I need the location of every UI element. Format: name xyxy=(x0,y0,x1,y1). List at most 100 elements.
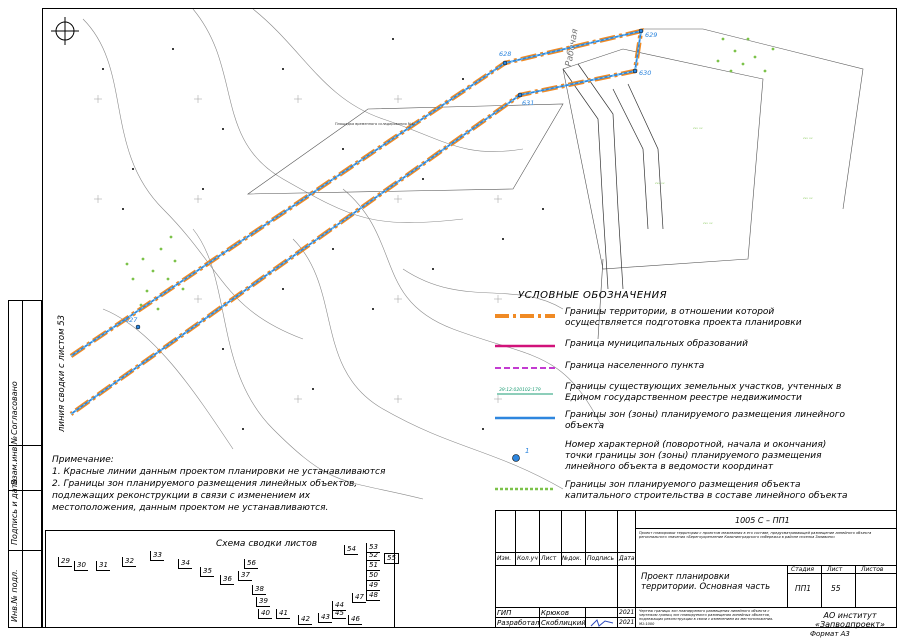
name-developer: Скоблицкий xyxy=(541,619,586,627)
sheet-box: 29 xyxy=(58,557,72,567)
svg-text:ᵥᵥᵥ ᵥᵥ: ᵥᵥᵥ ᵥᵥ xyxy=(803,195,813,200)
compass-icon xyxy=(51,17,79,45)
drawing-frame xyxy=(42,8,897,628)
point-label-627: 627 xyxy=(125,316,138,324)
role-gip: ГИП xyxy=(497,609,512,617)
sheet-box: 37 xyxy=(238,571,252,581)
notes-heading: Примечание: xyxy=(52,455,114,465)
stamp-agreed: Согласовано xyxy=(10,381,19,435)
paper-format: Формат А3 xyxy=(810,630,850,638)
document-code: 1005 С – ПП1 xyxy=(735,516,790,525)
legend-item-planning-boundary: Границы территории, в отношении которой … xyxy=(495,307,855,331)
purple-dashed-swatch xyxy=(495,367,555,369)
legend-item-point-number: 1 Номер характерной (поворотной, начала … xyxy=(495,440,855,474)
name-gip: Крюков xyxy=(541,609,569,617)
sheet-box: 50 xyxy=(366,571,380,581)
legend-item-settlement: Граница населенного пункта xyxy=(495,361,855,373)
stamp-inv-original: Инв.№ подл. xyxy=(10,569,19,622)
sheet-box: 41 xyxy=(276,609,290,619)
date-gip: 2021 xyxy=(619,609,635,616)
road-lines xyxy=(562,63,664,290)
left-stamp-border xyxy=(8,300,42,628)
point-marker-icon xyxy=(512,454,520,462)
title-block-border xyxy=(495,510,897,628)
legend-item-text: Граница населенного пункта xyxy=(565,361,705,371)
sheet-box: 54 xyxy=(344,545,358,555)
orange-dashdot-swatch xyxy=(495,314,555,318)
signature-image xyxy=(590,619,614,627)
parcel-sample-number: 39:12:020102:179 xyxy=(499,388,541,393)
vegetation xyxy=(125,37,775,311)
legend-item-text: Граница муниципальных образований xyxy=(565,339,748,349)
role-developer: Разработал xyxy=(497,619,540,627)
sheet-box: 44 xyxy=(332,601,346,611)
title-block: 1005 С – ПП1 Проект планировки территори… xyxy=(495,510,897,629)
col-change: Изм. xyxy=(497,555,512,562)
sheet-box: 33 xyxy=(150,551,164,561)
legend-item-zone: Границы зон (зоны) планируемого размещен… xyxy=(495,410,855,434)
col-count: Кол.уч xyxy=(517,555,538,562)
sheet-box: 48 xyxy=(366,591,380,601)
sheet-box: 43 xyxy=(318,613,332,623)
magenta-line-swatch xyxy=(495,344,555,348)
legend-item-text: Границы зон (зоны) планируемого размещен… xyxy=(565,410,845,431)
document-title: Проект планировки территории. Основная ч… xyxy=(641,572,771,592)
legend-item-parcels: 39:12:020102:179 Границы существующих зе… xyxy=(495,382,855,406)
sheet-value: 55 xyxy=(831,584,841,593)
grid-crosses xyxy=(94,95,502,403)
point-628 xyxy=(502,60,508,66)
sheet-box: 53 xyxy=(366,543,380,553)
parcel-lines xyxy=(247,28,864,340)
sheet-scheme: Схема сводки листов 29 30 31 32 33 34 35… xyxy=(45,530,399,628)
zone-boundary xyxy=(70,29,643,415)
stage-header: Стадия xyxy=(791,566,815,573)
current-sheet-box: 55 xyxy=(384,553,399,564)
sheet-box: 46 xyxy=(348,615,362,625)
point-sample-number: 1 xyxy=(525,447,530,455)
sheet-box: 30 xyxy=(74,561,88,571)
col-doc: №док. xyxy=(562,555,582,562)
legend-title: УСЛОВНЫЕ ОБОЗНАЧЕНИЯ xyxy=(518,290,668,301)
left-stamp: Согласовано Взам.инв.№ Подпись и дата Ин… xyxy=(8,300,42,628)
sheet-box: 40 xyxy=(258,609,272,619)
legend-item-capital-construction: Границы зон планируемого размещения объе… xyxy=(495,480,855,504)
boundary-points xyxy=(135,28,644,330)
point-627 xyxy=(135,324,141,330)
sheet-box: 51 xyxy=(366,561,380,571)
sheet-box: 35 xyxy=(200,567,214,577)
svg-text:ᵥᵥᵥ ᵥᵥ: ᵥᵥᵥ ᵥᵥ xyxy=(655,180,665,185)
point-label-629: 629 xyxy=(645,31,657,39)
legend-item-text: Границы территории, в отношении которой … xyxy=(565,307,802,328)
stamp-signature-date: Подпись и дата xyxy=(10,478,19,545)
point-630 xyxy=(632,68,638,74)
scheme-title: Схема сводки листов xyxy=(216,539,318,549)
svg-text:ᵥᵥᵥ ᵥᵥ: ᵥᵥᵥ ᵥᵥ xyxy=(693,125,703,130)
legend-item-text: Границы существующих земельных участков,… xyxy=(565,382,842,403)
sheet-box: 31 xyxy=(96,561,110,571)
map-annotation: Площадка временного складирования №4 xyxy=(335,122,414,126)
sheet-box: 45 xyxy=(332,609,346,619)
green-dotted-swatch xyxy=(495,487,555,491)
date-developer: 2021 xyxy=(619,619,635,626)
sheets-header: Листов xyxy=(861,566,884,573)
sheet-box: 47 xyxy=(352,593,366,603)
drawing-title: Чертеж границы зон планируемого размещен… xyxy=(639,609,774,626)
teal-line-swatch xyxy=(497,393,553,395)
notes-block: Примечание: 1. Красные линии данным прое… xyxy=(52,454,397,514)
point-label-630: 630 xyxy=(639,69,651,77)
col-date: Дата xyxy=(619,555,635,562)
point-label-628: 628 xyxy=(499,50,511,58)
sheet-box: 56 xyxy=(244,559,258,569)
sheet-box: 49 xyxy=(366,581,380,591)
col-signature: Подпись xyxy=(587,555,614,562)
sheet-box: 42 xyxy=(298,615,312,625)
sheet-box: 39 xyxy=(256,597,270,607)
svg-text:ᵥᵥᵥ ᵥᵥ: ᵥᵥᵥ ᵥᵥ xyxy=(803,135,813,140)
organization: АО институт «Запводпроект» xyxy=(815,611,885,629)
point-631 xyxy=(517,92,523,98)
sheet-join-label: линия сводки с листом 53 xyxy=(57,314,67,432)
note-line-1: 1. Красные линии данным проектом планиро… xyxy=(52,467,386,477)
legend-item-text: Номер характерной (поворотной, начала и … xyxy=(565,440,827,472)
